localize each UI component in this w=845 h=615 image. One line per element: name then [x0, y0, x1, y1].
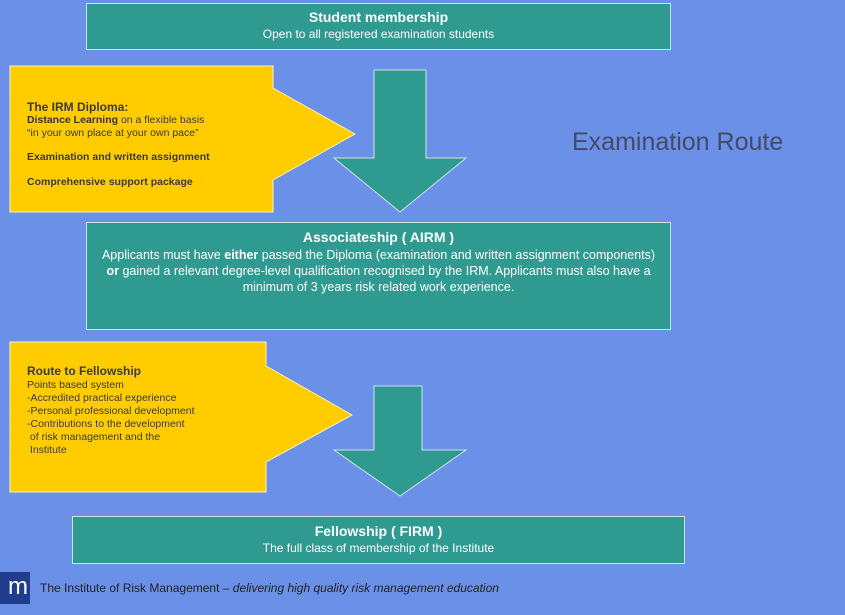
diploma-line1: Distance Learning on a flexible basis	[27, 114, 205, 126]
fellowship-route-line: Institute	[27, 444, 67, 456]
fellowship-arrow-shape	[9, 341, 354, 493]
fellowship-box: Fellowship ( FIRM ) The full class of me…	[72, 516, 685, 564]
down-arrow-1	[332, 69, 468, 213]
diploma-line2: “in your own place at your own pace”	[27, 127, 199, 139]
fellowship-title: Fellowship ( FIRM )	[314, 523, 443, 539]
associateship-box: Associateship ( AIRM ) Applicants must h…	[86, 222, 671, 330]
irm-logo: m	[0, 572, 30, 604]
diploma-item2: Examination and written assignment	[27, 151, 210, 163]
diploma-arrow-shape	[9, 65, 357, 213]
examination-route-title: Examination Route	[572, 128, 784, 156]
student-membership-title: Student membership	[308, 9, 449, 25]
fellowship-route-line: -Accredited practical experience	[27, 392, 177, 404]
associateship-title: Associateship ( AIRM )	[302, 229, 455, 245]
down-arrow-2	[332, 385, 468, 497]
fellowship-route-line: -Personal professional development	[27, 405, 195, 417]
student-membership-box: Student membership Open to all registere…	[86, 3, 671, 50]
student-membership-subtitle: Open to all registered examination stude…	[262, 27, 495, 41]
diploma-text: The IRM Diploma: Distance Learning on a …	[27, 100, 267, 189]
fellowship-route-text: Route to Fellowship Points based system …	[27, 364, 267, 457]
fellowship-subtitle: The full class of membership of the Inst…	[262, 541, 495, 555]
footer-text: The Institute of Risk Management – deliv…	[40, 581, 499, 595]
fellowship-route-line: -Contributions to the development	[27, 418, 185, 430]
footer-tagline: delivering high quality risk management …	[232, 581, 499, 595]
diploma-item3: Comprehensive support package	[27, 176, 193, 188]
fellowship-route-line: of risk management and the	[27, 431, 161, 443]
fellowship-route-title: Route to Fellowship	[27, 364, 141, 378]
diploma-title: The IRM Diploma:	[27, 100, 129, 114]
associateship-text: Applicants must have either passed the D…	[101, 248, 656, 294]
fellowship-route-line: Points based system	[27, 379, 124, 391]
